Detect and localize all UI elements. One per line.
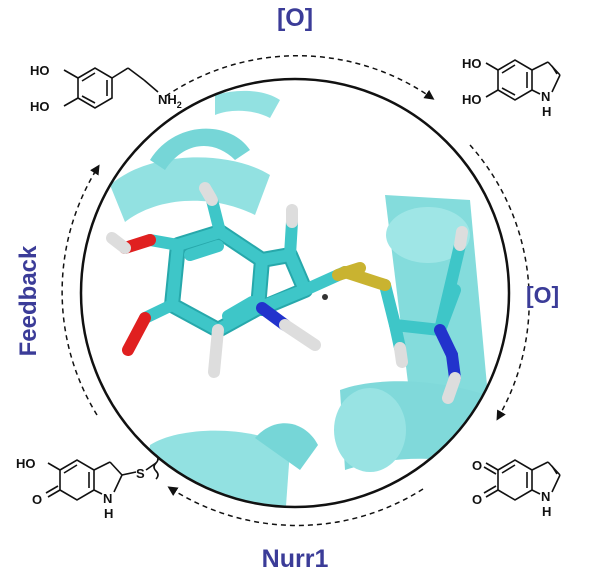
nurr1-label: Nurr1 bbox=[261, 545, 329, 573]
molecule-dopamine bbox=[63, 67, 159, 109]
adduct-o: O bbox=[32, 492, 42, 507]
feedback-label: Feedback bbox=[15, 245, 42, 357]
arrow-left bbox=[61, 164, 100, 416]
dopamine-oh-top: HO bbox=[30, 63, 50, 78]
indolequinone-n: N bbox=[541, 489, 550, 504]
molecule-indolequinone bbox=[483, 459, 561, 501]
ligand-marker bbox=[322, 294, 328, 300]
dihydroxyindole-oh-top: HO bbox=[462, 56, 482, 71]
arrow-right bbox=[469, 144, 530, 421]
right-oxidation-label: [O] bbox=[526, 282, 560, 308]
indolequinone-h: H bbox=[542, 504, 551, 519]
molecule-dihydroxyindole bbox=[485, 59, 561, 101]
dihydroxyindole-oh-bottom: HO bbox=[462, 92, 482, 107]
adduct-n: N bbox=[103, 491, 112, 506]
dopamine-oh-bottom: HO bbox=[30, 99, 50, 114]
adduct-oh: HO bbox=[16, 456, 36, 471]
view-circle-outline bbox=[79, 77, 511, 509]
adduct-h: H bbox=[104, 506, 113, 521]
indolequinone-o-top: O bbox=[472, 458, 482, 473]
indolequinone-o-bottom: O bbox=[472, 492, 482, 507]
dopamine-amine-subscript: 2 bbox=[177, 100, 182, 110]
dopamine-amine: NH2 bbox=[158, 92, 182, 110]
arrow-top bbox=[165, 55, 435, 100]
cycle-arrows bbox=[61, 55, 530, 527]
dihydroxyindole-n: N bbox=[541, 89, 550, 104]
ligand-sticks bbox=[106, 182, 468, 404]
adduct-s: S bbox=[136, 466, 145, 481]
top-oxidation-label: [O] bbox=[276, 4, 314, 32]
dihydroxyindole-h: H bbox=[542, 104, 551, 119]
nurr1-binding-view bbox=[81, 79, 509, 507]
molecule-adduct bbox=[45, 454, 159, 501]
arrow-bottom bbox=[167, 486, 424, 527]
dopamine-amine-label: NH bbox=[158, 92, 177, 107]
